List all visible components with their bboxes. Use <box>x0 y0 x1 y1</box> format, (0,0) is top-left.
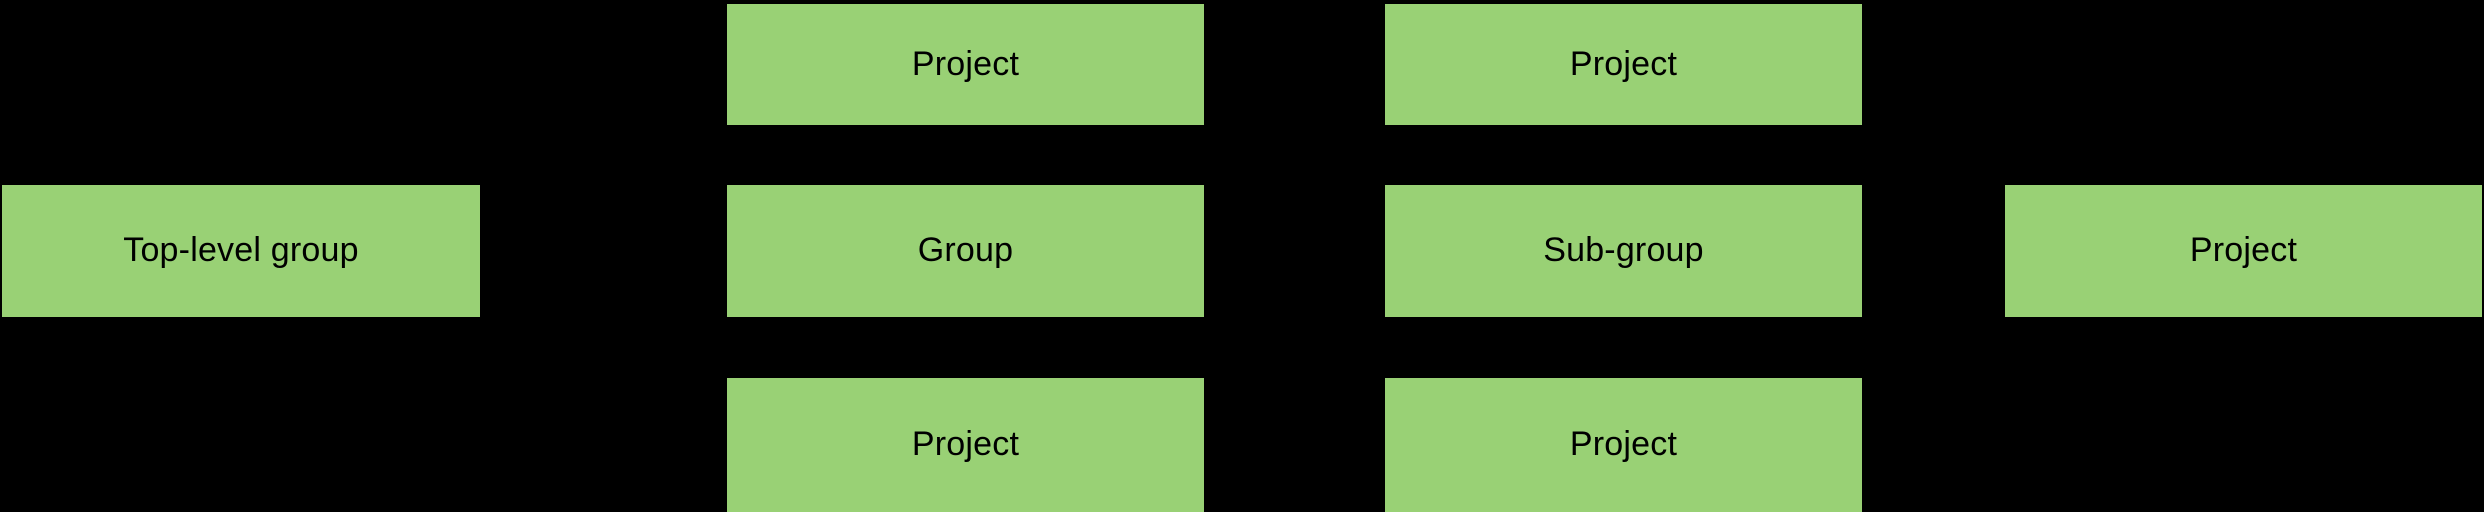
node-group-project-top[interactable]: Project <box>727 4 1204 125</box>
node-label: Project <box>2189 231 2298 270</box>
node-group-project-bottom[interactable]: Project <box>727 378 1204 512</box>
node-label: Project <box>1569 425 1678 464</box>
node-label: Top-level group <box>123 231 359 270</box>
node-sub-group-project-bottom[interactable]: Project <box>1385 378 1862 512</box>
node-label: Sub-group <box>1543 231 1704 270</box>
node-sub-group[interactable]: Sub-group <box>1385 185 1862 317</box>
node-label: Project <box>1569 44 1678 83</box>
node-label: Group <box>917 231 1014 270</box>
node-label: Project <box>911 425 1020 464</box>
node-label: Project <box>911 44 1020 83</box>
node-sub-group-project-top[interactable]: Project <box>1385 4 1862 125</box>
node-project[interactable]: Project <box>2005 185 2482 317</box>
node-group[interactable]: Group <box>727 185 1204 317</box>
node-top-level-group[interactable]: Top-level group <box>2 185 480 317</box>
